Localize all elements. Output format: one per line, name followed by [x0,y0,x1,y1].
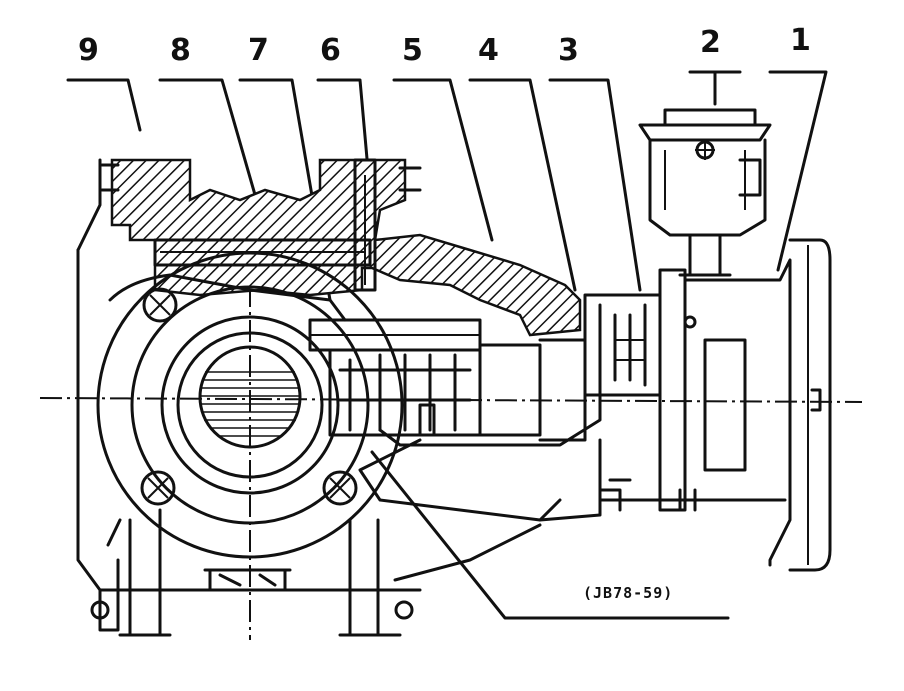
housing-outline [683,258,792,567]
bolt-channel [153,238,372,267]
drawing-reference: (JB78-59) [583,584,673,602]
leader-8 [158,78,270,242]
leader-flange [370,450,730,620]
part-labels: 9 8 7 6 5 4 3 2 1 [78,23,811,68]
upper-casing [100,158,582,337]
flange-bolt-holes [140,287,358,506]
packing-rings [348,353,457,432]
gland-housing [478,343,542,437]
shaft-hatching [200,371,300,437]
centre-lines [39,250,863,640]
oil-cup-stem [688,233,722,277]
coupling-block [583,293,662,397]
volute-lower-curve [358,438,562,522]
bore-ring-outer [160,315,340,495]
coupling-plates [598,303,647,387]
housing-bolt-head [683,315,697,329]
casing-feet [128,508,380,637]
lower-sweep [393,523,542,582]
leader-3 [548,78,642,292]
foot-bolt-right [394,600,414,620]
leader-5 [392,78,494,242]
drain-detail [218,573,277,587]
part-label-8: 8 [170,33,191,68]
part-label-2: 2 [700,25,721,60]
leader-1 [768,70,828,272]
volute [96,251,404,559]
part-label-7: 7 [248,33,269,68]
part-label-3: 3 [558,33,579,68]
bearing-lower [378,348,602,447]
shaft-bore [198,345,302,449]
oil-cup-top [663,108,757,127]
housing-bolt [608,478,632,502]
coupling-fins [615,339,645,361]
casing-base [98,518,422,592]
casing-hatched-section [110,158,582,337]
flange-outer [96,251,404,559]
top-left-nut [100,163,120,192]
bearing-seat [538,338,587,442]
horizontal-axis [39,397,863,403]
housing-bolt-right [678,488,697,512]
motor-flange [788,238,832,572]
leader-2 [688,70,742,106]
foot-bolt-left [90,600,110,620]
part-label-4: 4 [478,33,499,68]
bearing-housing [393,258,792,582]
seal-insert [353,158,377,292]
gland-bolt [418,403,436,437]
part-label-5: 5 [402,33,423,68]
bolt-hole-bottom-right [322,470,358,506]
top-right-nut [398,166,422,192]
lower-connector [538,438,602,522]
flange-plate [788,238,832,572]
housing-window [703,338,747,472]
housing-wall [658,268,687,512]
pump-casing [76,158,422,637]
part-label-6: 6 [320,33,341,68]
volute-top [108,273,347,322]
oil-cup [638,108,772,277]
packing-lines [338,368,472,402]
leader-9 [66,78,142,132]
drain-boss [203,568,292,592]
bore-ring-inner [176,331,324,479]
leader-4 [468,78,577,292]
bolt-hole-top-left [142,287,178,323]
oil-cup-cap [638,123,772,142]
oil-cup-body [648,138,767,237]
oil-cup-window [738,158,762,197]
part-label-9: 9 [78,33,99,68]
flange-key [810,388,822,412]
flange-inner [130,285,370,525]
part-label-1: 1 [790,23,811,58]
bolt-hole-bottom-left [140,470,176,506]
shaft-assembly [308,318,602,522]
leader-lines [66,70,828,620]
casing-top-left [76,158,102,252]
casing-left-outline [76,248,120,632]
